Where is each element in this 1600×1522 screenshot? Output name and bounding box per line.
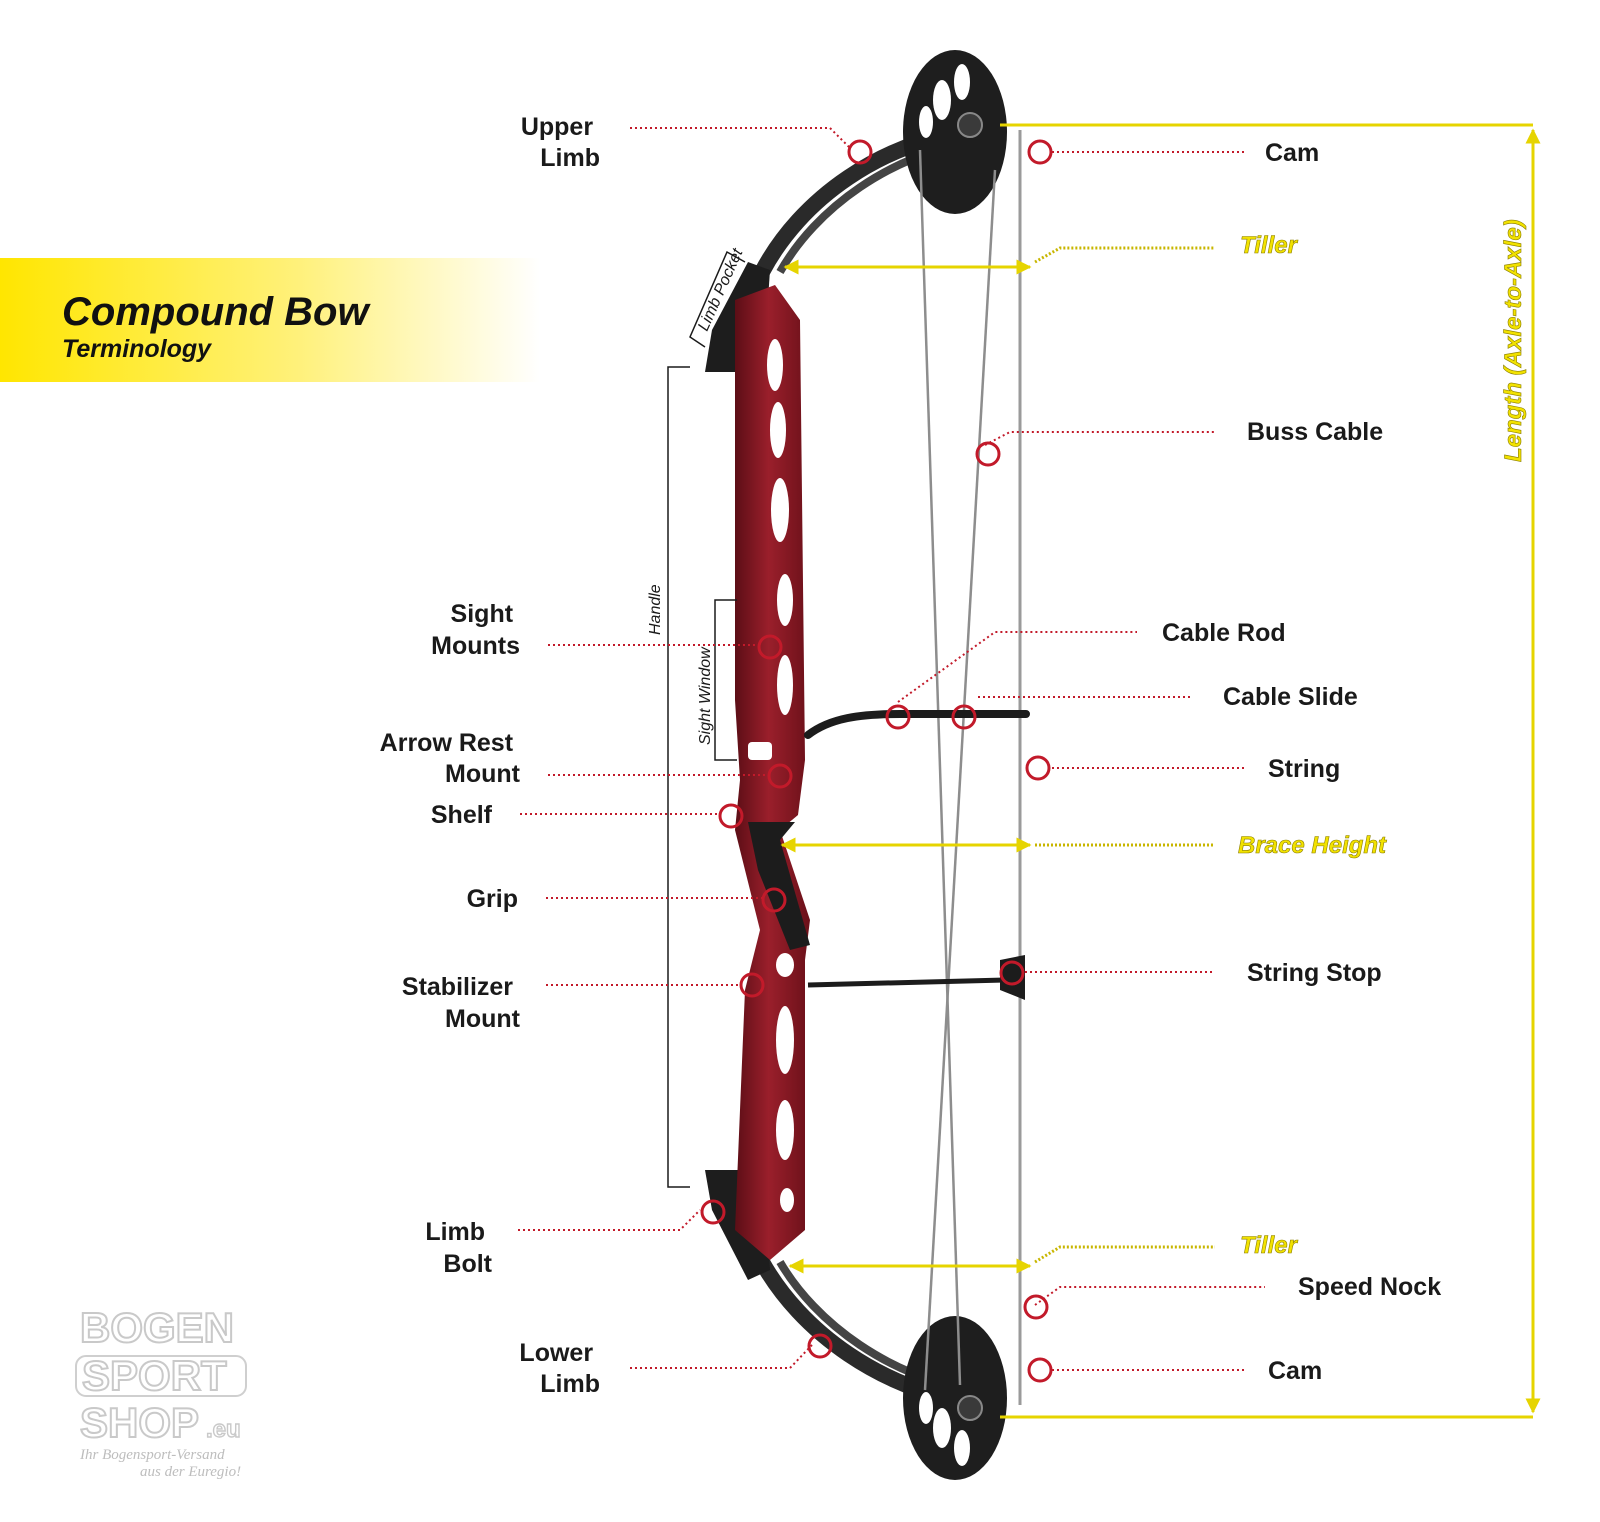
tiller-top-leader <box>1034 246 1215 264</box>
logo-line-2: SPORT <box>82 1352 227 1399</box>
cam-bottom-marker <box>1027 1357 1053 1383</box>
cam-top-marker <box>1027 139 1053 165</box>
dimension-lines <box>780 123 1541 1419</box>
upper-limb-label: Upper Limb <box>521 113 600 172</box>
lower-limb-label: Lower Limb <box>519 1339 600 1398</box>
handle-label: Handle <box>647 584 664 635</box>
logo-line-1: BOGEN <box>80 1304 234 1351</box>
axle-length-label: Length (Axle-to-Axle) <box>1500 219 1527 462</box>
limb-bolt-leader <box>518 1209 701 1231</box>
handle-bracket <box>667 366 690 1188</box>
logo-tagline-2: aus der Euregio! <box>140 1464 241 1480</box>
cam-top-label: Cam <box>1265 139 1319 167</box>
grip-marker <box>761 887 787 913</box>
sight-window-label: Sight Window <box>697 646 714 745</box>
cable-slide-label: Cable Slide <box>1223 683 1358 711</box>
logo-line-2-box <box>75 1355 247 1397</box>
limb-pocket-bracket <box>689 250 746 348</box>
leader-lines <box>518 127 1265 1371</box>
speed-nock-label: Speed Nock <box>1298 1273 1441 1301</box>
logo-line-3-suffix: .eu <box>206 1416 241 1443</box>
right-labels: Cam Tiller Buss Cable Cable Rod Cable Sl… <box>1162 139 1527 1385</box>
tiller-bottom-label: Tiller <box>1240 1232 1299 1259</box>
bow-illustration <box>705 50 1030 1480</box>
shelf-marker <box>718 803 744 829</box>
top-cam-shape <box>903 50 1007 214</box>
arrow-rest-mount-label: Arrow Rest Mount <box>380 729 521 788</box>
buss-cable-marker <box>975 441 1001 467</box>
bogensportshop-logo: BOGEN SPORT SHOP .eu Ihr Bogensport-Vers… <box>75 1303 247 1480</box>
string-marker <box>1025 755 1051 781</box>
cable-rod-shape <box>804 710 1030 739</box>
grip-shape <box>748 822 810 950</box>
speed-nock-marker <box>1023 1294 1049 1320</box>
sight-window-bracket <box>714 599 737 761</box>
cable-rod-marker <box>885 704 911 730</box>
lower-limb-marker <box>807 1333 833 1359</box>
arrow-rest-mount-marker <box>767 763 793 789</box>
left-labels: Upper Limb Sight Mounts Arrow Rest Mount… <box>380 113 600 1398</box>
buss-cable-line-1 <box>918 149 962 1386</box>
sight-mounts-label: Sight Mounts <box>431 600 520 660</box>
bracket-annotations <box>667 250 746 1188</box>
limb-bolt-label: Limb Bolt <box>425 1218 492 1278</box>
banner-title: Compound Bow <box>62 290 371 334</box>
logo-line-3: SHOP <box>80 1399 199 1446</box>
cable-rod-label: Cable Rod <box>1162 619 1286 647</box>
buss-cable-label: Buss Cable <box>1247 418 1383 446</box>
brace-height-label: Brace Height <box>1238 832 1387 859</box>
sight-mounts-marker <box>757 634 783 660</box>
cam-bottom-label: Cam <box>1268 1357 1322 1385</box>
stabilizer-mount-label: Stabilizer Mount <box>402 973 521 1033</box>
riser-cutouts <box>748 339 794 1212</box>
tiller-top-label: Tiller <box>1240 232 1299 259</box>
grip-label: Grip <box>467 885 518 913</box>
logo-tagline-1: Ihr Bogensport-Versand <box>79 1447 225 1463</box>
shelf-label: Shelf <box>431 801 493 829</box>
limb-bolt-marker <box>700 1199 726 1225</box>
part-markers <box>700 139 1053 1383</box>
string-stop-label: String Stop <box>1247 959 1382 987</box>
upper-limb-marker <box>847 139 873 165</box>
title-banner: Compound Bow Terminology <box>0 258 540 382</box>
stabilizer-mount-marker <box>739 972 765 998</box>
upper-limb-leader <box>630 127 851 149</box>
bottom-cam-shape <box>903 1316 1007 1480</box>
string-label: String <box>1268 755 1340 783</box>
cable-rod-leader <box>897 631 1137 703</box>
buss-cable-line-2 <box>923 169 997 1391</box>
string-stop-marker <box>999 960 1025 986</box>
banner-background <box>0 258 540 382</box>
banner-subtitle: Terminology <box>62 335 212 363</box>
string-stop-rod <box>807 977 1006 988</box>
lower-limb-leader <box>630 1344 813 1369</box>
speed-nock-leader <box>1034 1286 1265 1306</box>
cable-slide-marker <box>951 704 977 730</box>
tiller-bottom-leader <box>1034 1245 1215 1264</box>
